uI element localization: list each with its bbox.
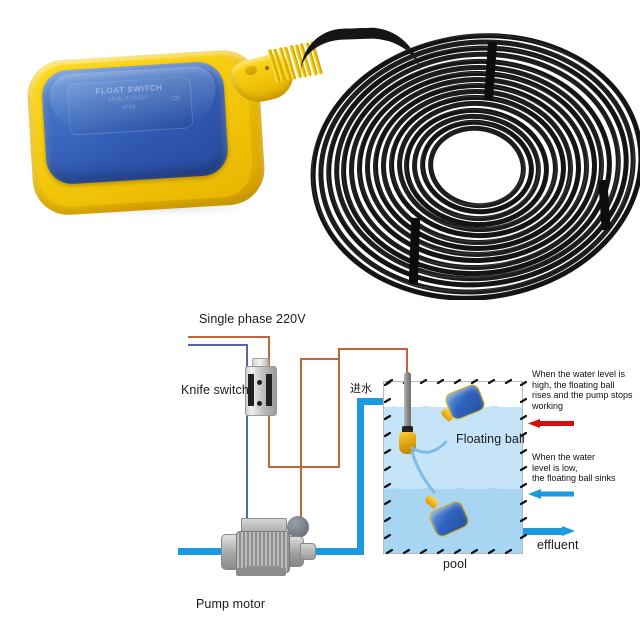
inlet-label: 进水 [350,383,372,395]
float-switch-cert-mark: CE [171,95,181,103]
hatch-mark [487,548,496,555]
pipe-to-pool [357,398,389,405]
pump-motor-label: Pump motor [196,597,266,611]
hatch-mark [383,448,392,455]
neutral-wire-to-pump [246,412,248,530]
hatch-mark [519,482,527,489]
hatch-mark [383,499,392,506]
neutral-wire-down-switch [246,344,248,368]
hatch-mark [519,533,527,540]
knife-switch-label: Knife switch [181,383,249,397]
live-wire-float-return-top [300,358,340,360]
pipe-inlet-left [178,548,226,555]
live-wire-to-float [406,348,408,376]
hatch-mark [519,431,527,438]
float-switch-clamp [402,426,413,434]
hatch-mark [519,465,527,472]
low-level-arrow-icon [528,489,574,499]
floating-ball-label: Floating ball [456,432,525,446]
live-wire-up-1 [338,348,340,468]
hatch-mark [383,533,392,540]
hatch-mark [385,548,394,555]
hatch-mark [383,516,392,523]
pump-base [236,568,286,576]
knife-switch-terminal-top [257,380,262,385]
hatch-mark [519,516,527,523]
hatch-mark [470,379,479,385]
coiled-cable [293,12,640,322]
float-ball-cables [410,440,448,494]
wiring-diagram [0,300,640,640]
hatch-mark [383,380,392,387]
pipe-effluent-arrow-icon [562,526,575,536]
hatch-mark [453,379,462,385]
hatch-mark [487,379,496,385]
hatch-mark [436,379,445,385]
pipe-effluent [523,528,565,535]
pool-wall-hatching [383,379,527,555]
live-wire-right-1 [268,466,340,468]
live-wire-down-switch [268,336,270,368]
hatch-mark [383,431,392,438]
knife-switch-blade-right [266,374,272,406]
hatch-mark [519,380,527,387]
low-level-note: When the water level is low, the floatin… [532,452,616,483]
hatch-mark [519,414,527,421]
float-switch-neck-dot [265,66,269,70]
hatch-mark [453,548,462,555]
high-level-note: When the water level is high, the floati… [532,369,633,411]
product-photo: FLOAT SWITCH 16(8) A 250V~ IP68 CE [0,0,640,322]
pool-label: pool [443,557,468,571]
live-wire-top-right [338,348,408,350]
hatch-mark [519,397,527,404]
hatch-mark [383,414,392,421]
knife-switch-terminal-bottom [257,401,262,406]
hatch-mark [519,448,527,455]
pump-knob [287,516,309,538]
hatch-mark [383,397,392,404]
hatch-mark [402,548,411,555]
hatch-mark [383,482,392,489]
pipe-riser [357,398,364,555]
live-wire-float-return [300,358,302,538]
hatch-mark [504,379,513,385]
water-surface-lower [384,488,522,493]
pipe-pump-out [300,548,364,555]
float-switch-pole [404,372,411,430]
high-level-arrow-icon [528,419,574,428]
hatch-mark [419,548,428,555]
power-label: Single phase 220V [199,312,306,326]
knife-switch-blade-left [248,374,254,406]
hatch-mark [470,548,479,555]
effluent-label: effluent [537,538,579,552]
knife-switch-cap [252,358,269,368]
hatch-mark [504,548,513,555]
live-wire-switch-out [268,412,270,468]
hatch-mark [383,465,392,472]
neutral-wire-top [188,344,248,346]
hatch-mark [519,499,527,506]
hatch-mark [419,379,428,385]
hatch-mark [436,548,445,555]
live-wire-top [188,336,270,338]
pump-shaft [300,543,316,560]
